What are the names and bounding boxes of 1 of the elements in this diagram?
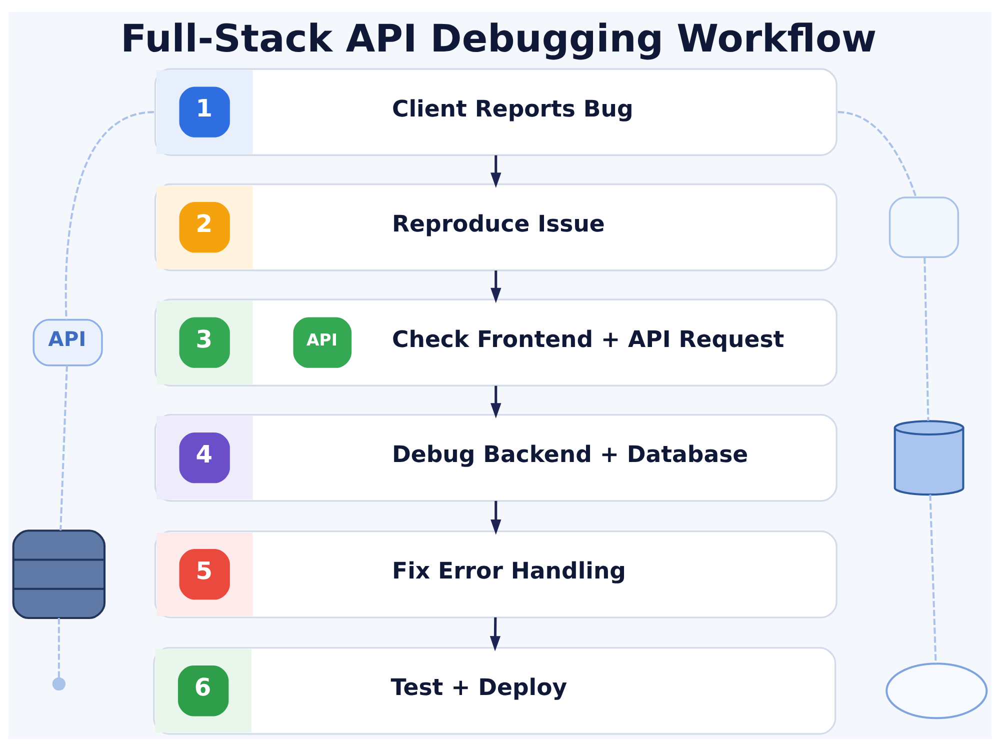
diagram-title: Full-Stack API Debugging Workflow	[120, 16, 877, 60]
